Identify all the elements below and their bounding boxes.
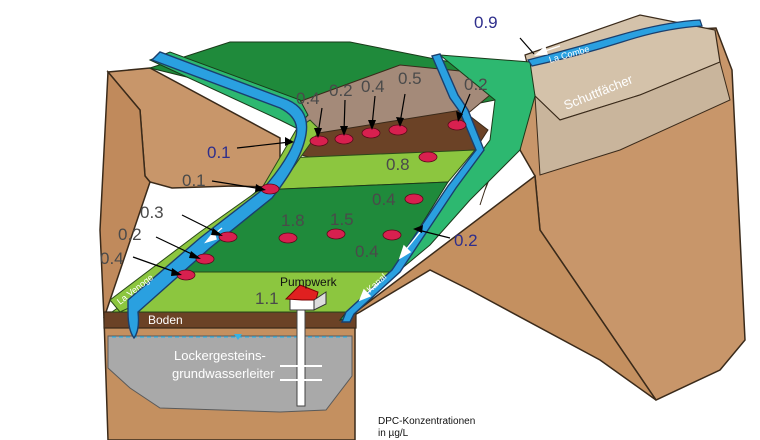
dot-8 <box>404 193 424 205</box>
soil-layer <box>103 311 357 329</box>
label-pumpwerk: Pumpwerk <box>280 275 338 289</box>
val-11: 1.5 <box>330 210 354 229</box>
leader-arrowheads <box>171 111 463 276</box>
river-la-combe <box>527 19 703 67</box>
dot-6 <box>418 151 438 163</box>
val-14: 0.4 <box>100 249 124 268</box>
pumpwerk <box>280 284 327 407</box>
val-6: 0.1 <box>207 143 231 162</box>
dot-11 <box>326 228 346 240</box>
left-ground-front <box>99 70 151 319</box>
water-table-marker <box>234 334 242 340</box>
legend-line1: DPC-Konzentrationen <box>378 416 475 427</box>
measurement-points <box>176 119 467 281</box>
dot-10 <box>278 232 298 244</box>
dot-13 <box>195 253 215 265</box>
label-boden: Boden <box>148 313 183 327</box>
val-18: 0.9 <box>474 13 498 32</box>
dot-4 <box>388 124 408 136</box>
legend-line2: in µg/L <box>378 428 409 439</box>
river-la-venoge <box>127 51 308 340</box>
val-15: 0.4 <box>355 242 379 261</box>
label-aquifer-line2: grundwasserleiter <box>172 366 275 381</box>
dot-1 <box>309 135 329 147</box>
val-2: 0.2 <box>329 81 353 100</box>
val-3: 0.4 <box>361 77 385 96</box>
well-pipe <box>296 305 306 407</box>
val-5: 0.2 <box>464 75 488 94</box>
val-12: 0.3 <box>140 203 164 222</box>
river-kanal <box>340 53 485 323</box>
val-4: 0.5 <box>398 69 422 88</box>
dot-12 <box>382 229 402 241</box>
dot-9 <box>218 231 238 243</box>
val-13: 0.2 <box>118 225 142 244</box>
value-labels: 0.4 0.2 0.4 0.5 0.2 0.1 0.8 0.1 0.4 1.8 … <box>100 13 498 308</box>
val-10: 1.8 <box>281 211 305 230</box>
val-9: 0.4 <box>372 190 396 209</box>
debris-fan-face <box>534 61 731 176</box>
pumphouse-side <box>313 291 327 311</box>
dot-3 <box>361 127 381 139</box>
dot-5 <box>447 119 467 131</box>
val-17: 1.1 <box>255 289 279 308</box>
aquifer <box>107 335 353 413</box>
val-7: 0.8 <box>386 155 410 174</box>
val-8: 0.1 <box>182 171 206 190</box>
val-16: 0.2 <box>454 231 478 250</box>
pumphouse-roof <box>284 284 319 301</box>
label-aquifer-line1: Lockergesteins- <box>174 348 266 363</box>
val-1: 0.4 <box>296 89 320 108</box>
